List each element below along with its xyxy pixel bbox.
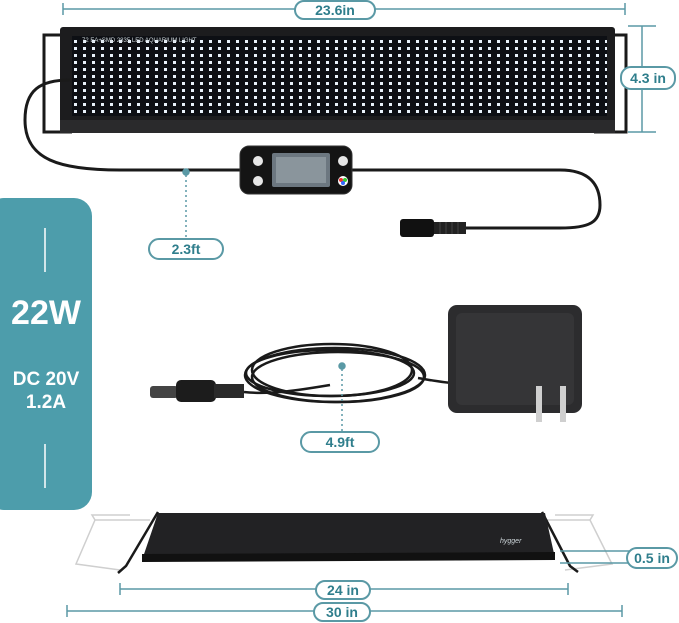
voltage-current: DC 20V 1.2A xyxy=(0,368,92,414)
controller-cable-length: 2.3ft xyxy=(148,238,224,260)
light-fixture-side xyxy=(74,511,614,574)
extended-length-label: 30 in xyxy=(313,602,371,622)
power-rating: 22W xyxy=(11,294,81,332)
timer-controller xyxy=(239,145,353,195)
power-adapter xyxy=(150,305,582,422)
thickness-dimension-line xyxy=(560,550,630,564)
width-label: 23.6in xyxy=(294,0,376,20)
voltage-rating: DC 20V xyxy=(12,369,80,390)
controller-cable xyxy=(350,168,602,230)
brand-logo: hygger xyxy=(500,538,522,545)
thickness-label: 0.5 in xyxy=(626,547,678,569)
specs-divider-bottom xyxy=(44,444,46,488)
dc-connector xyxy=(400,219,466,237)
specs-panel: 22W DC 20V 1.2A xyxy=(0,198,92,510)
specs-divider-top xyxy=(44,228,46,272)
current-rating: 1.2A xyxy=(25,392,67,413)
fixture-cable xyxy=(23,78,242,172)
adapter-cable-length: 4.9ft xyxy=(300,431,380,453)
fixture-label: 72 EA+SMD 2835 LED AQUARIUM LIGHT xyxy=(82,38,197,44)
controller-cable-pointer xyxy=(182,168,190,240)
height-label: 4.3 in xyxy=(620,66,676,90)
light-fixture-top xyxy=(42,27,628,134)
adapter-cable-pointer xyxy=(338,362,346,432)
length-label: 24 in xyxy=(315,580,371,600)
